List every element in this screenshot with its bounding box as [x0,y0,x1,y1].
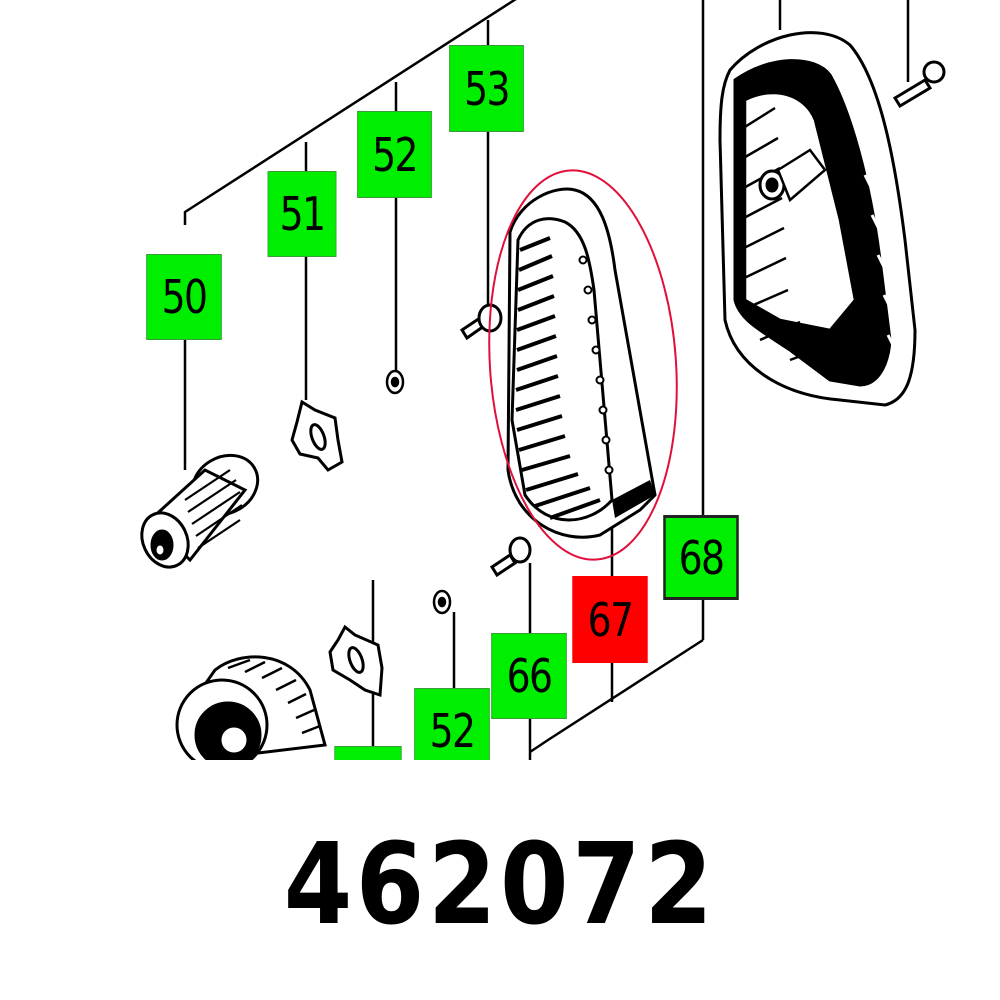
small-pulley-icon [140,453,260,569]
callout-52-lower[interactable]: 52 [414,688,490,760]
cover-screw-icon [892,60,946,109]
callout-51[interactable]: 51 [267,171,337,257]
callout-52-upper[interactable]: 52 [357,111,432,198]
callout-50[interactable]: 50 [146,254,222,340]
callout-67-selected[interactable]: 67 [572,576,648,663]
callout-51-lower-partial[interactable] [334,746,402,760]
lower-rail-line [529,638,704,754]
star-washer-upper-icon [290,399,344,472]
washer-upper-icon [385,369,405,395]
star-washer-lower-icon [328,624,384,698]
part-number: 462072 [283,820,717,950]
washer-lower-icon [432,589,452,615]
screw-upper-icon [459,303,503,341]
large-pulley-icon [175,655,327,760]
upper-rail-line [183,0,517,225]
toothed-belt-icon [488,169,678,561]
callout-68[interactable]: 68 [663,515,739,600]
callout-53[interactable]: 53 [449,45,524,132]
belt-guard-cover-icon [718,31,917,407]
screw-lower-icon [489,536,532,578]
leader-lines [183,0,910,760]
diagram-drawing [140,0,946,760]
callout-66[interactable]: 66 [491,633,567,719]
highlight-ring [488,169,678,561]
exploded-parts-diagram: 50 51 52 53 68 67 66 52 [140,0,946,760]
